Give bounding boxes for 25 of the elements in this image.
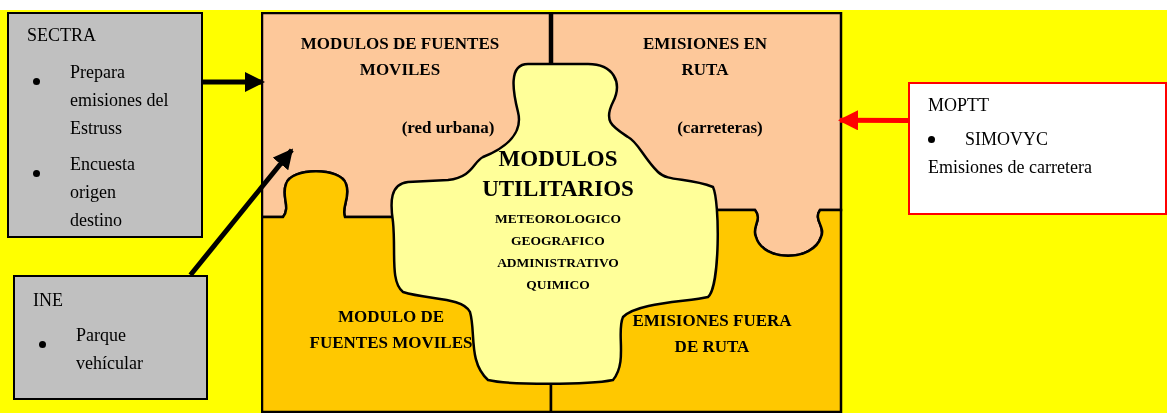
bullet-text: Prepara emisiones del Estruss <box>70 61 170 140</box>
piece-subtitle: (carreteras) <box>676 117 764 139</box>
arrow <box>838 110 908 131</box>
arrow <box>188 148 294 277</box>
source-box <box>7 12 203 238</box>
box-text: Emisiones de carretera <box>928 156 1092 179</box>
cross-item: ADMINISTRATIVO <box>496 254 620 272</box>
cross-item: QUIMICO <box>525 276 591 294</box>
box-heading: SECTRA <box>27 24 96 47</box>
source-box <box>908 82 1167 215</box>
piece-title: MODULO DE FUENTES MOVILES <box>308 306 474 354</box>
bullet-text: Parque vehícular <box>76 324 144 375</box>
bullet-text: Encuesta origen destino <box>70 153 136 232</box>
piece-title: EMISIONES FUERA DE RUTA <box>632 310 792 358</box>
box-heading: INE <box>33 289 63 312</box>
box-heading: MOPTT <box>928 94 989 117</box>
cross-title: MODULOS UTILITARIOS <box>481 145 635 203</box>
source-box <box>13 275 208 400</box>
bullet-text: SIMOVYC <box>965 128 1048 151</box>
piece-subtitle: (red urbana) <box>400 117 496 139</box>
cross-item: METEOROLOGICO <box>494 210 622 228</box>
piece-title: MODULOS DE FUENTES MOVILES <box>299 33 501 81</box>
cross-item: GEOGRAFICO <box>510 232 606 250</box>
arrow <box>203 72 265 92</box>
piece-title: EMISIONES EN RUTA <box>641 33 769 81</box>
